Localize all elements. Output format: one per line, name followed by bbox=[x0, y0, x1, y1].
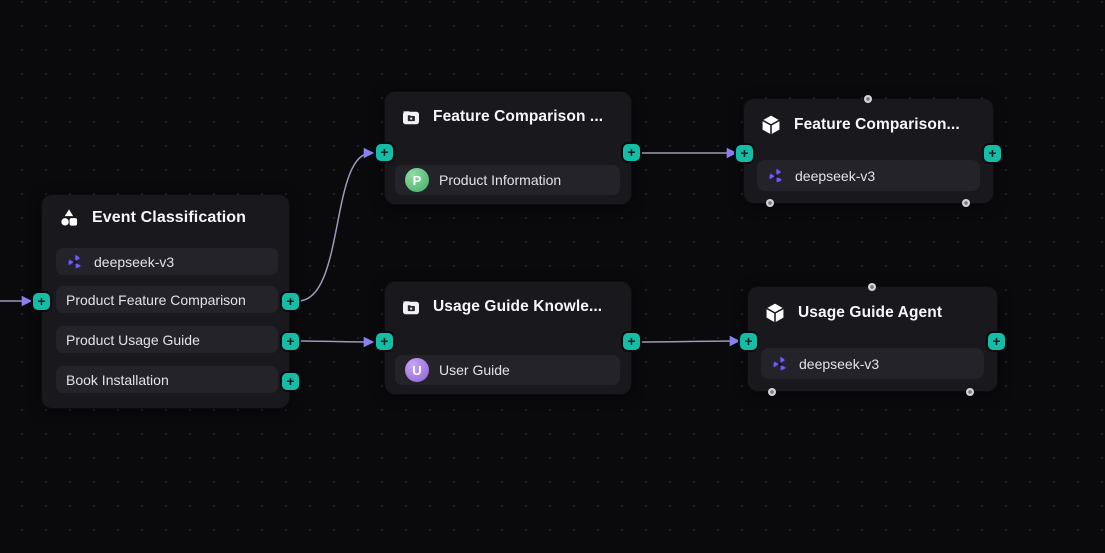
model-badge[interactable]: deepseek-v3 bbox=[757, 160, 980, 191]
edge-class1-to-feature-kb[interactable] bbox=[297, 147, 375, 302]
class-option-label: Book Installation bbox=[66, 371, 169, 388]
knowledge-item-user-guide[interactable]: U User Guide bbox=[395, 355, 620, 385]
output-handle-plus-button[interactable]: + bbox=[984, 145, 1001, 162]
output-handle-plus-button[interactable]: + bbox=[988, 333, 1005, 350]
class-option-label: Product Feature Comparison bbox=[66, 291, 246, 308]
edge-usage-kb-to-agent[interactable] bbox=[638, 335, 741, 347]
model-badge[interactable]: deepseek-v3 bbox=[56, 248, 278, 275]
node-title: Usage Guide Agent bbox=[798, 304, 943, 321]
node-header: Event Classification bbox=[42, 195, 289, 229]
knowledge-folder-search-icon bbox=[401, 297, 421, 317]
knowledge-item-product-information[interactable]: P Product Information bbox=[395, 165, 620, 195]
output-handle-plus-class1[interactable]: + bbox=[282, 293, 299, 310]
node-usage-guide-knowledge[interactable]: Usage Guide Knowle... U User Guide + + bbox=[376, 282, 640, 394]
input-handle-plus-button[interactable]: + bbox=[376, 333, 393, 350]
agent-cube-icon bbox=[760, 114, 782, 136]
node-header: Usage Guide Knowle... bbox=[385, 282, 631, 317]
edge-class2-to-usage-kb[interactable] bbox=[297, 336, 375, 348]
input-handle-plus-button[interactable]: + bbox=[33, 293, 50, 310]
node-feature-comparison-agent[interactable]: Feature Comparison... deepseek-v3 + + bbox=[736, 95, 1001, 207]
node-title: Feature Comparison... bbox=[794, 116, 960, 133]
selection-handle-bottom-right[interactable] bbox=[966, 388, 974, 396]
knowledge-item-avatar: U bbox=[405, 358, 429, 382]
node-title: Usage Guide Knowle... bbox=[433, 298, 603, 315]
selection-handle-top[interactable] bbox=[864, 95, 872, 103]
deepseek-logo-icon bbox=[771, 355, 789, 373]
node-title: Feature Comparison ... bbox=[433, 108, 604, 125]
knowledge-folder-search-icon bbox=[401, 107, 421, 127]
agent-cube-icon bbox=[764, 302, 786, 324]
model-badge[interactable]: deepseek-v3 bbox=[761, 348, 984, 379]
selection-handle-bottom-left[interactable] bbox=[768, 388, 776, 396]
classifier-shapes-icon bbox=[58, 207, 80, 229]
input-handle-plus-button[interactable]: + bbox=[736, 145, 753, 162]
knowledge-item-label: Product Information bbox=[439, 172, 562, 188]
class-option-label: Product Usage Guide bbox=[66, 331, 200, 348]
output-handle-plus-class2[interactable]: + bbox=[282, 333, 299, 350]
node-event-classification[interactable]: Event Classification deepseek-v3 Product… bbox=[33, 195, 299, 408]
node-header: Feature Comparison... bbox=[744, 99, 993, 136]
node-header: Feature Comparison ... bbox=[385, 92, 631, 127]
output-handle-plus-button[interactable]: + bbox=[623, 333, 640, 350]
model-name: deepseek-v3 bbox=[799, 355, 880, 372]
node-usage-guide-agent[interactable]: Usage Guide Agent deepseek-v3 + + bbox=[740, 283, 1005, 396]
deepseek-logo-icon bbox=[767, 167, 785, 185]
knowledge-item-label: User Guide bbox=[439, 362, 510, 378]
class-option-book-installation[interactable]: Book Installation bbox=[56, 366, 278, 393]
class-option-usage-guide[interactable]: Product Usage Guide bbox=[56, 326, 278, 353]
node-header: Usage Guide Agent bbox=[748, 287, 997, 324]
selection-handle-top[interactable] bbox=[868, 283, 876, 291]
input-handle-plus-button[interactable]: + bbox=[740, 333, 757, 350]
input-handle-plus-button[interactable]: + bbox=[376, 144, 393, 161]
node-title: Event Classification bbox=[92, 209, 247, 226]
deepseek-logo-icon bbox=[66, 253, 84, 271]
output-handle-plus-button[interactable]: + bbox=[623, 144, 640, 161]
selection-handle-bottom-right[interactable] bbox=[962, 199, 970, 207]
class-option-feature-comparison[interactable]: Product Feature Comparison bbox=[56, 286, 278, 313]
selection-handle-bottom-left[interactable] bbox=[766, 199, 774, 207]
node-feature-comparison-knowledge[interactable]: Feature Comparison ... P Product Informa… bbox=[376, 92, 640, 204]
model-name: deepseek-v3 bbox=[94, 253, 175, 270]
knowledge-item-avatar: P bbox=[405, 168, 429, 192]
model-name: deepseek-v3 bbox=[795, 167, 876, 184]
output-handle-plus-class3[interactable]: + bbox=[282, 373, 299, 390]
